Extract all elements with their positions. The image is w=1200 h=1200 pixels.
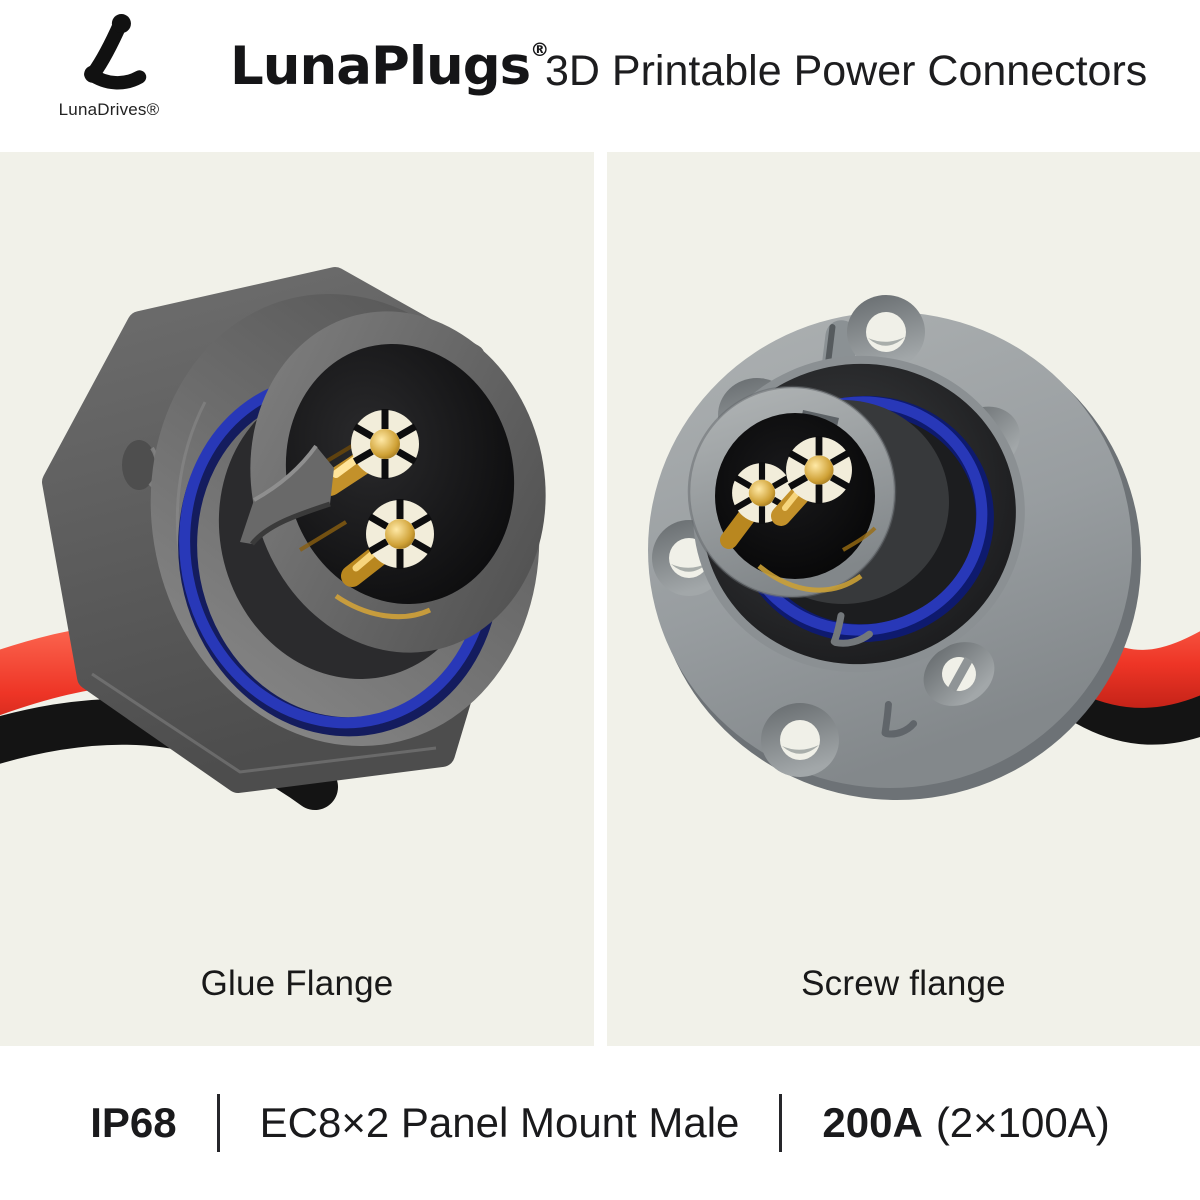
glue-flange-connector-image bbox=[0, 267, 546, 810]
header: LunaDrives® LunaPlugs® 3D Printable Powe… bbox=[0, 0, 1200, 152]
brand-name: LunaDrives® bbox=[58, 100, 160, 119]
spec-model: EC8×2 Panel Mount Male bbox=[259, 1099, 740, 1146]
contact-pin-positive bbox=[771, 436, 852, 526]
page-title: 3D Printable Power Connectors bbox=[545, 47, 1148, 95]
brand-block: LunaDrives® bbox=[44, 14, 174, 120]
spec-ip-rating: IP68 bbox=[90, 1099, 177, 1146]
embossed-logo-mark bbox=[830, 612, 873, 647]
screw-hole bbox=[761, 703, 839, 777]
footer-divider bbox=[216, 1094, 220, 1152]
flange-notch bbox=[122, 440, 156, 490]
contact-pin-negative bbox=[341, 499, 434, 587]
registered-mark: ® bbox=[530, 39, 550, 61]
screw-hole bbox=[847, 295, 925, 369]
panel-glue-flange: Glue Flange bbox=[0, 152, 594, 1046]
embossed-logo-mark bbox=[881, 701, 918, 738]
left-caption: Glue Flange bbox=[200, 964, 394, 1003]
right-caption: Screw flange bbox=[801, 964, 1006, 1003]
screw-flange-connector-image bbox=[648, 295, 1200, 800]
spec-current-value: 200A bbox=[822, 1099, 923, 1146]
image-panels: Glue Flange bbox=[0, 152, 1200, 1046]
footer-divider bbox=[779, 1094, 783, 1152]
spec-current: 200A (2×100A) bbox=[822, 1099, 1109, 1147]
spec-current-detail: (2×100A) bbox=[935, 1099, 1110, 1146]
key-wedge bbox=[240, 444, 334, 546]
lunadrives-logo-icon bbox=[84, 14, 147, 90]
product-wordmark: LunaPlugs® bbox=[230, 40, 549, 93]
wordmark-text: LunaPlugs bbox=[230, 36, 531, 97]
spec-bar: IP68 EC8×2 Panel Mount Male 200A (2×100A) bbox=[0, 1046, 1200, 1200]
contact-pin-positive bbox=[318, 409, 419, 496]
panel-screw-flange: Screw flange bbox=[607, 152, 1200, 1046]
screw-hole bbox=[923, 642, 995, 706]
